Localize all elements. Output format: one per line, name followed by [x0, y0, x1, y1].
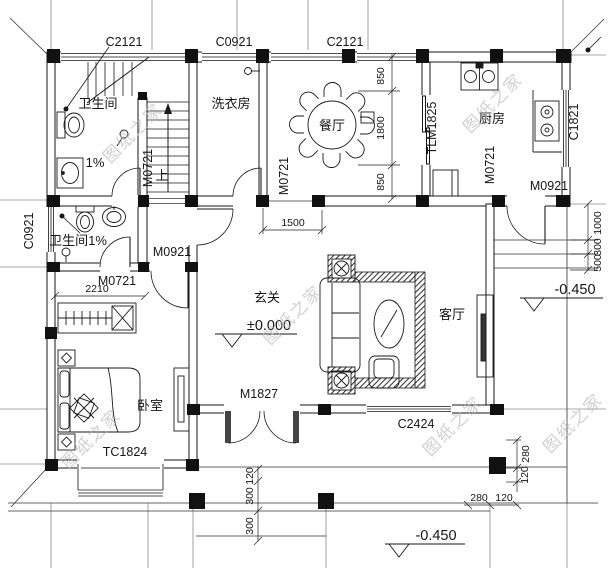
window-c1821	[563, 90, 569, 167]
dim-1500: 1500	[281, 217, 305, 229]
decor-column-top	[327, 254, 356, 283]
door-label-tlm1825: TLM1825	[425, 102, 439, 155]
door-label-m0721-laundry: M0721	[277, 157, 291, 195]
door-label-m0921-kitchen: M0921	[530, 179, 568, 193]
window-label-tc1824: TC1824	[103, 445, 148, 459]
window-c2121-2	[271, 53, 416, 61]
bathroom-mid-fixtures	[61, 205, 126, 262]
window-c0921-left	[48, 207, 54, 252]
doors	[99, 167, 546, 444]
room-label-kitchen: 厨房	[479, 111, 505, 126]
window-label-c2121-1: C2121	[106, 35, 143, 49]
room-label-living: 客厅	[439, 307, 465, 322]
window-label-c2121-2: C2121	[327, 35, 364, 49]
windows	[48, 53, 569, 497]
bedroom-cabinet	[173, 367, 190, 432]
window-label-c0921-top: C0921	[216, 35, 253, 49]
dim-1000-right: 1000	[592, 211, 604, 235]
door-label-m0721-kitchen-hall: M0721	[483, 146, 497, 184]
window-c2121-1	[61, 53, 185, 61]
bed	[57, 367, 141, 433]
window-label-c0921-left: C0921	[22, 213, 36, 250]
dim-500-right: 500	[592, 254, 604, 272]
door-kitchen-m0921	[506, 205, 546, 245]
dim-1800: 1800	[375, 116, 387, 140]
nightstand-top	[57, 349, 76, 367]
door-hall-m0921	[196, 208, 234, 246]
nightstand-bottom	[57, 433, 76, 451]
level-label-ground: ±0.000	[247, 318, 291, 334]
window-c0921-top	[202, 53, 256, 61]
window-label-c2424: C2424	[398, 417, 435, 431]
dining-chairs	[289, 82, 375, 168]
laundry-tap	[244, 67, 260, 75]
dim-300-right: 300	[592, 238, 604, 256]
dim-850-bottom: 850	[375, 173, 387, 191]
watermark-text: 图纸之家	[540, 390, 607, 457]
level-outdoor-bottom	[385, 543, 465, 558]
dim-280-corner-v: 280	[520, 445, 532, 463]
thresholds	[148, 198, 313, 204]
decor-column-bottom	[327, 366, 356, 395]
dining-table-set	[289, 82, 375, 168]
door-bathroom-mid	[99, 236, 131, 268]
dimensions	[50, 52, 594, 546]
level-ground	[215, 333, 297, 348]
bedroom-furniture	[57, 302, 190, 451]
bay-window-tc1824	[77, 464, 164, 497]
level-markers	[215, 297, 603, 558]
window-c2424	[367, 406, 451, 412]
dim-2210: 2210	[85, 283, 109, 295]
wardrobe	[57, 302, 137, 334]
door-label-m0721-stair: M0721	[141, 149, 155, 187]
dim-850-top: 850	[375, 67, 387, 85]
sofa	[319, 277, 361, 373]
room-label-foyer: 玄关	[254, 290, 280, 305]
room-label-bathroom-mid: 卫生间1%	[49, 233, 107, 248]
terrace-and-steps	[8, 206, 598, 537]
kitchen-fixtures	[432, 62, 562, 197]
dim-280-corner-h: 280	[470, 492, 488, 504]
dim-120-steps: 120	[244, 467, 256, 485]
sliding-door-tlm1825	[422, 95, 430, 165]
door-label-m0921-hall: M0921	[153, 245, 191, 259]
room-label-bathroom-top: 卫生间	[78, 96, 117, 111]
door-bedroom	[150, 270, 189, 309]
level-label-outdoor-right: -0.450	[554, 282, 595, 298]
dim-300-steps-b: 300	[244, 517, 256, 535]
labels: C2121 C0921 C2121 C0921 C1821 C2424 TC18…	[22, 35, 604, 544]
dim-120-corner-h: 120	[495, 492, 513, 504]
stair-up-label: 上	[155, 168, 168, 183]
room-label-laundry: 洗衣房	[211, 96, 250, 111]
door-label-m1827: M1827	[240, 387, 278, 401]
living-room-furniture	[319, 254, 494, 395]
room-label-dining: 餐厅	[319, 118, 345, 133]
staircase	[86, 56, 189, 193]
room-label-bedroom: 卧室	[137, 398, 163, 413]
dim-120-corner-v: 120	[519, 466, 531, 484]
stair-up-arrow	[164, 103, 172, 192]
door-label-m0721-bedroom: M0721	[98, 274, 136, 288]
leader-lines	[59, 36, 602, 234]
columns	[45, 49, 571, 509]
level-label-outdoor-bottom: -0.450	[415, 528, 456, 544]
level-outdoor-right	[520, 297, 603, 312]
coffee-table	[373, 299, 405, 349]
window-label-c1821: C1821	[567, 104, 581, 141]
corner-diagonals	[9, 17, 605, 508]
door-laundry	[232, 167, 262, 197]
tv-cabinet	[476, 294, 494, 378]
slope-label-top: 1%	[86, 155, 105, 170]
dim-300-steps-a: 300	[244, 487, 256, 505]
tv-feature-wall	[352, 271, 426, 389]
bathroom-top-fixtures	[56, 111, 129, 189]
armchair	[368, 355, 400, 389]
entry-double-door-m1827	[225, 410, 299, 444]
door-bathroom-top	[111, 167, 141, 197]
